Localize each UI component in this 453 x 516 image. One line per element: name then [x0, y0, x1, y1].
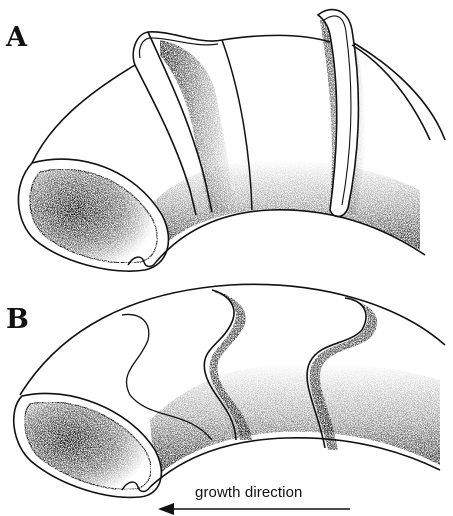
growth-direction-arrow	[158, 503, 350, 515]
panel-a-drawing	[18, 10, 445, 272]
panel-b-aperture-inner	[25, 402, 151, 489]
panel-b-drawing	[14, 284, 445, 497]
growth-direction-label: growth direction	[195, 485, 303, 500]
panel-a-label: A	[6, 24, 27, 51]
arrow-head-icon	[158, 503, 174, 515]
panel-b-shading	[150, 363, 440, 478]
panel-b-label: B	[6, 306, 29, 333]
